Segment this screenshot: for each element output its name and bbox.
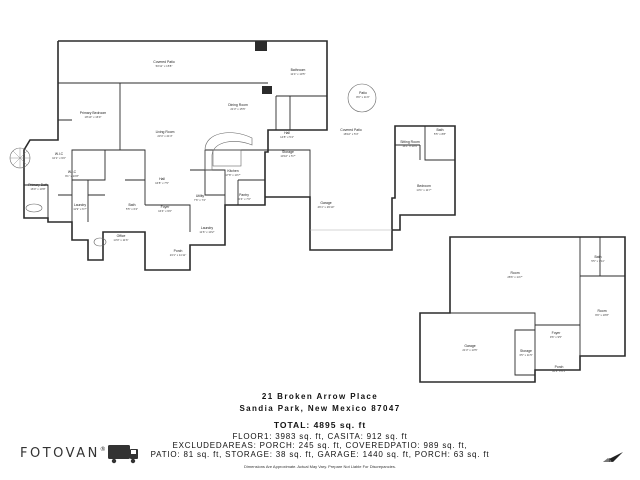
brand-name: FOTOVAN — [20, 446, 100, 461]
room-label: Kitchen — [227, 169, 238, 173]
room-dims: 5'5" x 8'8" — [434, 132, 446, 136]
room-label: Covered Patio — [340, 128, 362, 132]
compass-label: N — [609, 458, 613, 464]
round-patio — [347, 83, 377, 113]
room-dims: 10'4" x 6'1" — [552, 369, 566, 373]
brand-mark: ® — [99, 446, 109, 453]
address-line-1: 21 Broken Arrow Place — [261, 392, 379, 401]
room-dims: 13'0" x 11'6" — [113, 238, 128, 242]
room-dims: 16'8" x 7'5" — [155, 181, 169, 185]
total-area: TOTAL: 4895 sq. ft — [273, 420, 367, 430]
room-label: Utility — [196, 194, 205, 198]
room-dims: 28'6" x 14'7" — [507, 275, 522, 279]
van-logo-icon — [108, 445, 138, 464]
disclaimer: Dimensions Are Approximate. Actual May V… — [244, 464, 396, 469]
room-label: Room — [597, 309, 606, 313]
room-label: Dining Room — [228, 103, 248, 107]
room-label: Patio — [359, 91, 367, 95]
room-label: Primary Bath — [28, 183, 48, 187]
curved-counter — [204, 132, 253, 171]
room-labels: Covered Patio 50'11" x 15'8" Bathroom 11… — [28, 60, 609, 373]
kitchen-island — [212, 149, 242, 167]
room-dims: 50'11" x 15'8" — [156, 64, 173, 68]
main-house-outline — [23, 40, 456, 271]
room-label: Room — [510, 271, 519, 275]
room-dims: 10'1" x 9'0" — [52, 156, 66, 160]
room-dims: 21'3" x 15'5" — [230, 107, 245, 111]
room-dims: 23'4" x 21'3" — [157, 134, 172, 138]
room-label: Covered Patio — [153, 60, 175, 64]
summary-line-1: FLOOR1: 3983 sq. ft, CASITA: 912 sq. ft — [232, 432, 408, 441]
room-dims: 7'6" x 7'2" — [194, 198, 206, 202]
room-dims: 11'9" x 6'7" — [73, 207, 87, 211]
room-dims: 17'8" x 10'7" — [225, 173, 240, 177]
room-label: Bathroom — [291, 68, 306, 72]
room-dims: 10'4" x 7'0" — [237, 197, 251, 201]
room-label: Storage — [520, 349, 532, 353]
room-label: Laundry — [201, 226, 214, 230]
room-label: Pantry — [239, 193, 249, 197]
room-label: Hall — [284, 131, 290, 135]
room-label: Porch — [174, 249, 183, 253]
room-dims: 16'0" x 10'8" — [30, 187, 45, 191]
compass-icon: N — [603, 452, 623, 464]
room-dims: 14'8" x 5'4" — [280, 135, 294, 139]
room-dims: 11'6" x 10'2" — [199, 230, 214, 234]
room-dims: 46'1" x 29'10" — [318, 205, 335, 209]
room-dims: 23'1" x 11'11" — [170, 253, 186, 257]
address-line-2: Sandia Park, New Mexico 87047 — [239, 404, 401, 413]
room-dims: 10'10" x 5'7" — [280, 154, 295, 158]
room-dims: 5'5" x 6'4" — [126, 207, 138, 211]
room-label: Bath — [129, 203, 136, 207]
room-label: Foyer — [161, 205, 171, 209]
room-label: Sitting Room — [400, 140, 420, 144]
room-label: W.I.C — [68, 170, 77, 174]
tub-fixture — [25, 203, 43, 213]
room-dims: 3'5" x 11'5" — [519, 353, 533, 357]
room-label: Bedroom — [417, 184, 431, 188]
brand-logo: FOTOVAN® — [20, 446, 108, 461]
room-dims: 11'4" x 10'5" — [290, 72, 305, 76]
room-label: Porch — [555, 365, 564, 369]
room-label: Bath — [595, 255, 602, 259]
room-label: Office — [117, 234, 126, 238]
room-dims: 21'3" x 13'5" — [462, 348, 477, 352]
room-label: Foyer — [552, 331, 562, 335]
room-dims: 9'9" x 18'8" — [595, 313, 609, 317]
room-dims: 14'1" x 10'4" — [402, 144, 417, 148]
tub-fixture — [93, 237, 107, 247]
room-label: Hall — [159, 177, 165, 181]
room-label: Living Room — [156, 130, 175, 134]
room-dims: 9'6" x 9'5" — [550, 335, 562, 339]
room-dims: 5'5" x 7'11" — [591, 259, 605, 263]
room-dims: 8'0" x 11'0" — [356, 95, 370, 99]
room-label: W.I.C — [55, 152, 64, 156]
room-dims: 16'4" x 9'6" — [158, 209, 172, 213]
summary-line-2: EXCLUDEDAREAS: PORCH: 245 sq. ft, COVERE… — [172, 441, 468, 450]
room-label: Garage — [464, 344, 475, 348]
room-label: Garage — [320, 201, 331, 205]
casita-interior-walls — [450, 237, 625, 382]
room-label: Primary Bedroom — [80, 111, 107, 115]
room-label: Bath — [437, 128, 444, 132]
summary-line-3: PATIO: 81 sq. ft, STORAGE: 38 sq. ft, GA… — [150, 450, 490, 459]
room-label: Laundry — [74, 203, 87, 207]
room-dims: 13'1" x 11'7" — [416, 188, 431, 192]
room-dims: 9'1" x 10'8" — [65, 174, 79, 178]
room-label: Storage — [282, 150, 294, 154]
room-dims: 18'10" x 5'3" — [343, 132, 358, 136]
room-dims: 18'10" x 16'9" — [85, 115, 102, 119]
